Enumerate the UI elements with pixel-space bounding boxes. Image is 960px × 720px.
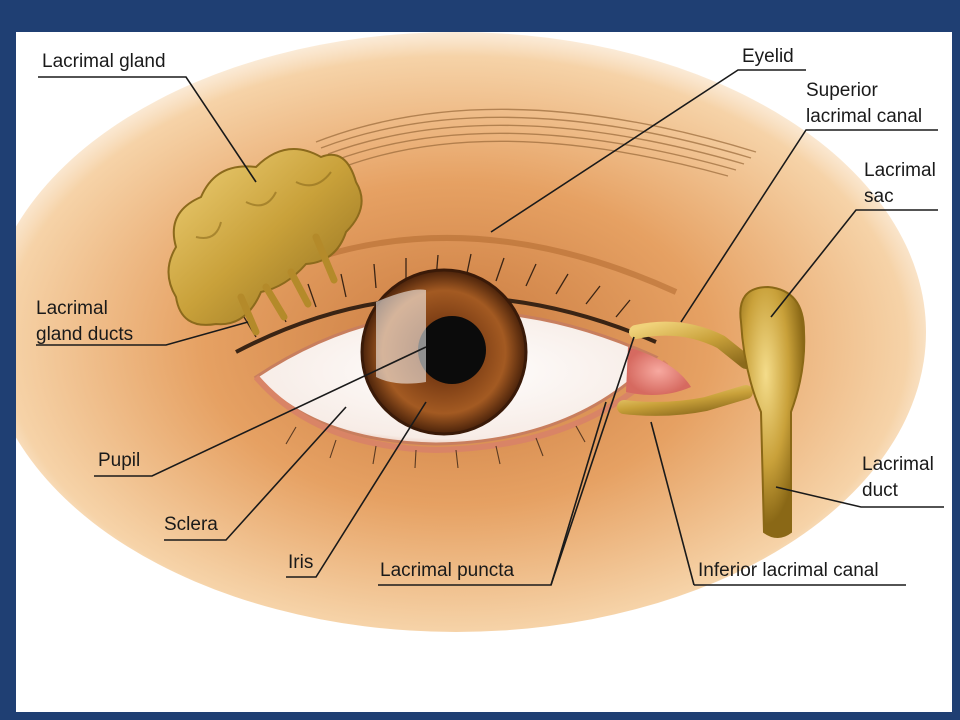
label-lacrimal-sac-line2: sac <box>864 186 894 207</box>
label-gland-ducts-line1: Lacrimal <box>36 298 108 319</box>
leader-superior-canal <box>680 129 938 323</box>
label-gland-ducts-line2: gland ducts <box>36 324 134 345</box>
label-sclera: Sclera <box>164 514 218 535</box>
label-pupil: Pupil <box>98 450 141 471</box>
label-iris: Iris <box>288 552 314 573</box>
leader-lacrimal-duct <box>775 486 944 508</box>
lacrimal-gland <box>167 148 363 336</box>
eye-illustration <box>16 32 944 632</box>
leader-lacrimal-gland <box>38 76 257 183</box>
label-lacrimal-duct-line2: duct <box>862 480 898 501</box>
leader-gland-ducts <box>36 321 249 346</box>
pupil <box>418 316 486 384</box>
lacrimal-sac-shape <box>739 285 806 538</box>
lower-lashes <box>285 425 586 469</box>
diagram-frame: Lacrimal gland Eyelid Superior lacrimal … <box>16 32 952 712</box>
label-superior-canal-line1: Superior <box>806 80 878 101</box>
iris-highlight <box>376 289 426 384</box>
label-lacrimal-gland: Lacrimal gland <box>42 51 166 72</box>
label-lacrimal-sac-line1: Lacrimal <box>864 160 936 181</box>
label-superior-canal-line2: lacrimal canal <box>806 106 923 127</box>
leader-sclera <box>164 406 347 541</box>
leader-pupil <box>94 346 427 477</box>
label-eyelid: Eyelid <box>742 46 794 67</box>
lower-lid <box>253 359 669 454</box>
label-lacrimal-duct-line1: Lacrimal <box>862 454 934 475</box>
leader-inferior-canal <box>650 421 695 586</box>
caruncle <box>626 347 691 396</box>
leader-iris <box>286 401 427 578</box>
leader-lines <box>36 69 944 586</box>
eyebrow <box>315 108 757 177</box>
label-lacrimal-puncta: Lacrimal puncta <box>380 560 515 581</box>
leader-puncta-lower <box>550 401 607 586</box>
leader-lacrimal-sac <box>770 209 938 318</box>
leader-eyelid <box>490 69 806 233</box>
lacrimal-drainage <box>617 285 806 538</box>
label-inferior-canal: Inferior lacrimal canal <box>698 560 879 581</box>
